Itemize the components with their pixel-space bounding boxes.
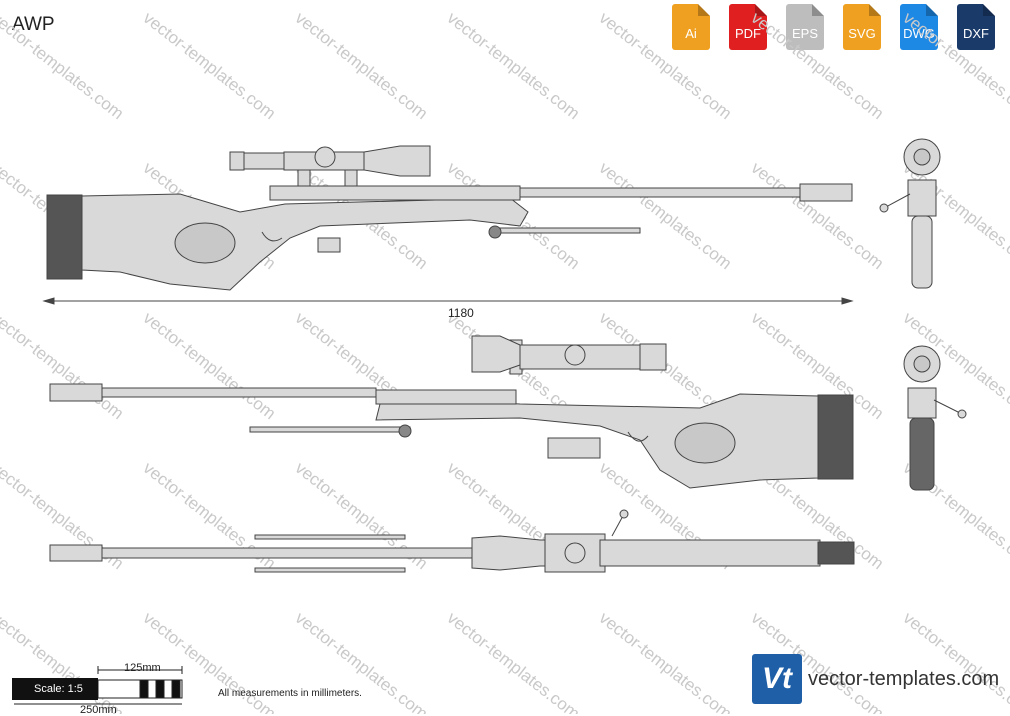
- watermark-text: vector-templates.com: [596, 8, 736, 123]
- watermark-text: vector-templates.com: [900, 8, 1010, 123]
- format-label: DWG: [903, 26, 935, 41]
- watermark-text: vector-templates.com: [444, 608, 584, 714]
- ai-format-button[interactable]: Ai: [668, 4, 714, 52]
- file-fold: [755, 4, 767, 16]
- watermark-text: vector-templates.com: [140, 308, 280, 423]
- scale-bar: [14, 666, 183, 705]
- format-label: DXF: [963, 26, 989, 41]
- watermark-text: vector-templates.com: [748, 8, 888, 123]
- scale-label: Scale: 1:5: [12, 678, 98, 700]
- file-fold: [869, 4, 881, 16]
- file-fold: [812, 4, 824, 16]
- dimension-label: 1180: [448, 306, 474, 320]
- dxf-format-button[interactable]: DXF: [953, 4, 999, 52]
- format-label: EPS: [791, 26, 818, 41]
- page-title: AWP: [12, 14, 55, 35]
- scale-mid-label: 125mm: [124, 662, 161, 674]
- watermark-text: vector-templates.com: [748, 158, 888, 273]
- brand-logo[interactable]: Vt: [752, 654, 802, 704]
- pdf-format-button[interactable]: PDF: [725, 4, 771, 52]
- measurement-note: All measurements in millimeters.: [218, 688, 362, 699]
- watermark-text: vector-templates.com: [140, 8, 280, 123]
- file-fold: [926, 4, 938, 16]
- file-fold: [698, 4, 710, 16]
- format-label: PDF: [735, 26, 761, 41]
- watermark-text: vector-templates.com: [596, 608, 736, 714]
- dimension-line: [42, 297, 854, 305]
- top-view: [49, 509, 855, 573]
- watermark-text: vector-templates.com: [900, 608, 1010, 714]
- svg-format-button[interactable]: SVG: [839, 4, 885, 52]
- file-fold: [983, 4, 995, 16]
- front-view-bottom: [903, 345, 967, 491]
- eps-format-button[interactable]: EPS: [782, 4, 828, 52]
- format-label: Ai: [685, 26, 697, 41]
- watermark-text: vector-templates.com: [444, 8, 584, 123]
- side-view-right: [49, 335, 854, 489]
- dwg-format-button[interactable]: DWG: [896, 4, 942, 52]
- scale-end-label: 250mm: [80, 704, 117, 716]
- watermark-text: vector-templates.com: [0, 8, 127, 123]
- watermark-text: vector-templates.com: [0, 308, 127, 423]
- logo-text: Vt: [762, 662, 792, 695]
- watermark-text: vector-templates.com: [596, 158, 736, 273]
- side-view-left: [46, 145, 853, 291]
- format-label: SVG: [848, 26, 876, 41]
- site-link[interactable]: vector-templates.com: [808, 668, 1000, 690]
- front-view-top: [879, 138, 941, 289]
- watermark-text: vector-templates.com: [292, 8, 432, 123]
